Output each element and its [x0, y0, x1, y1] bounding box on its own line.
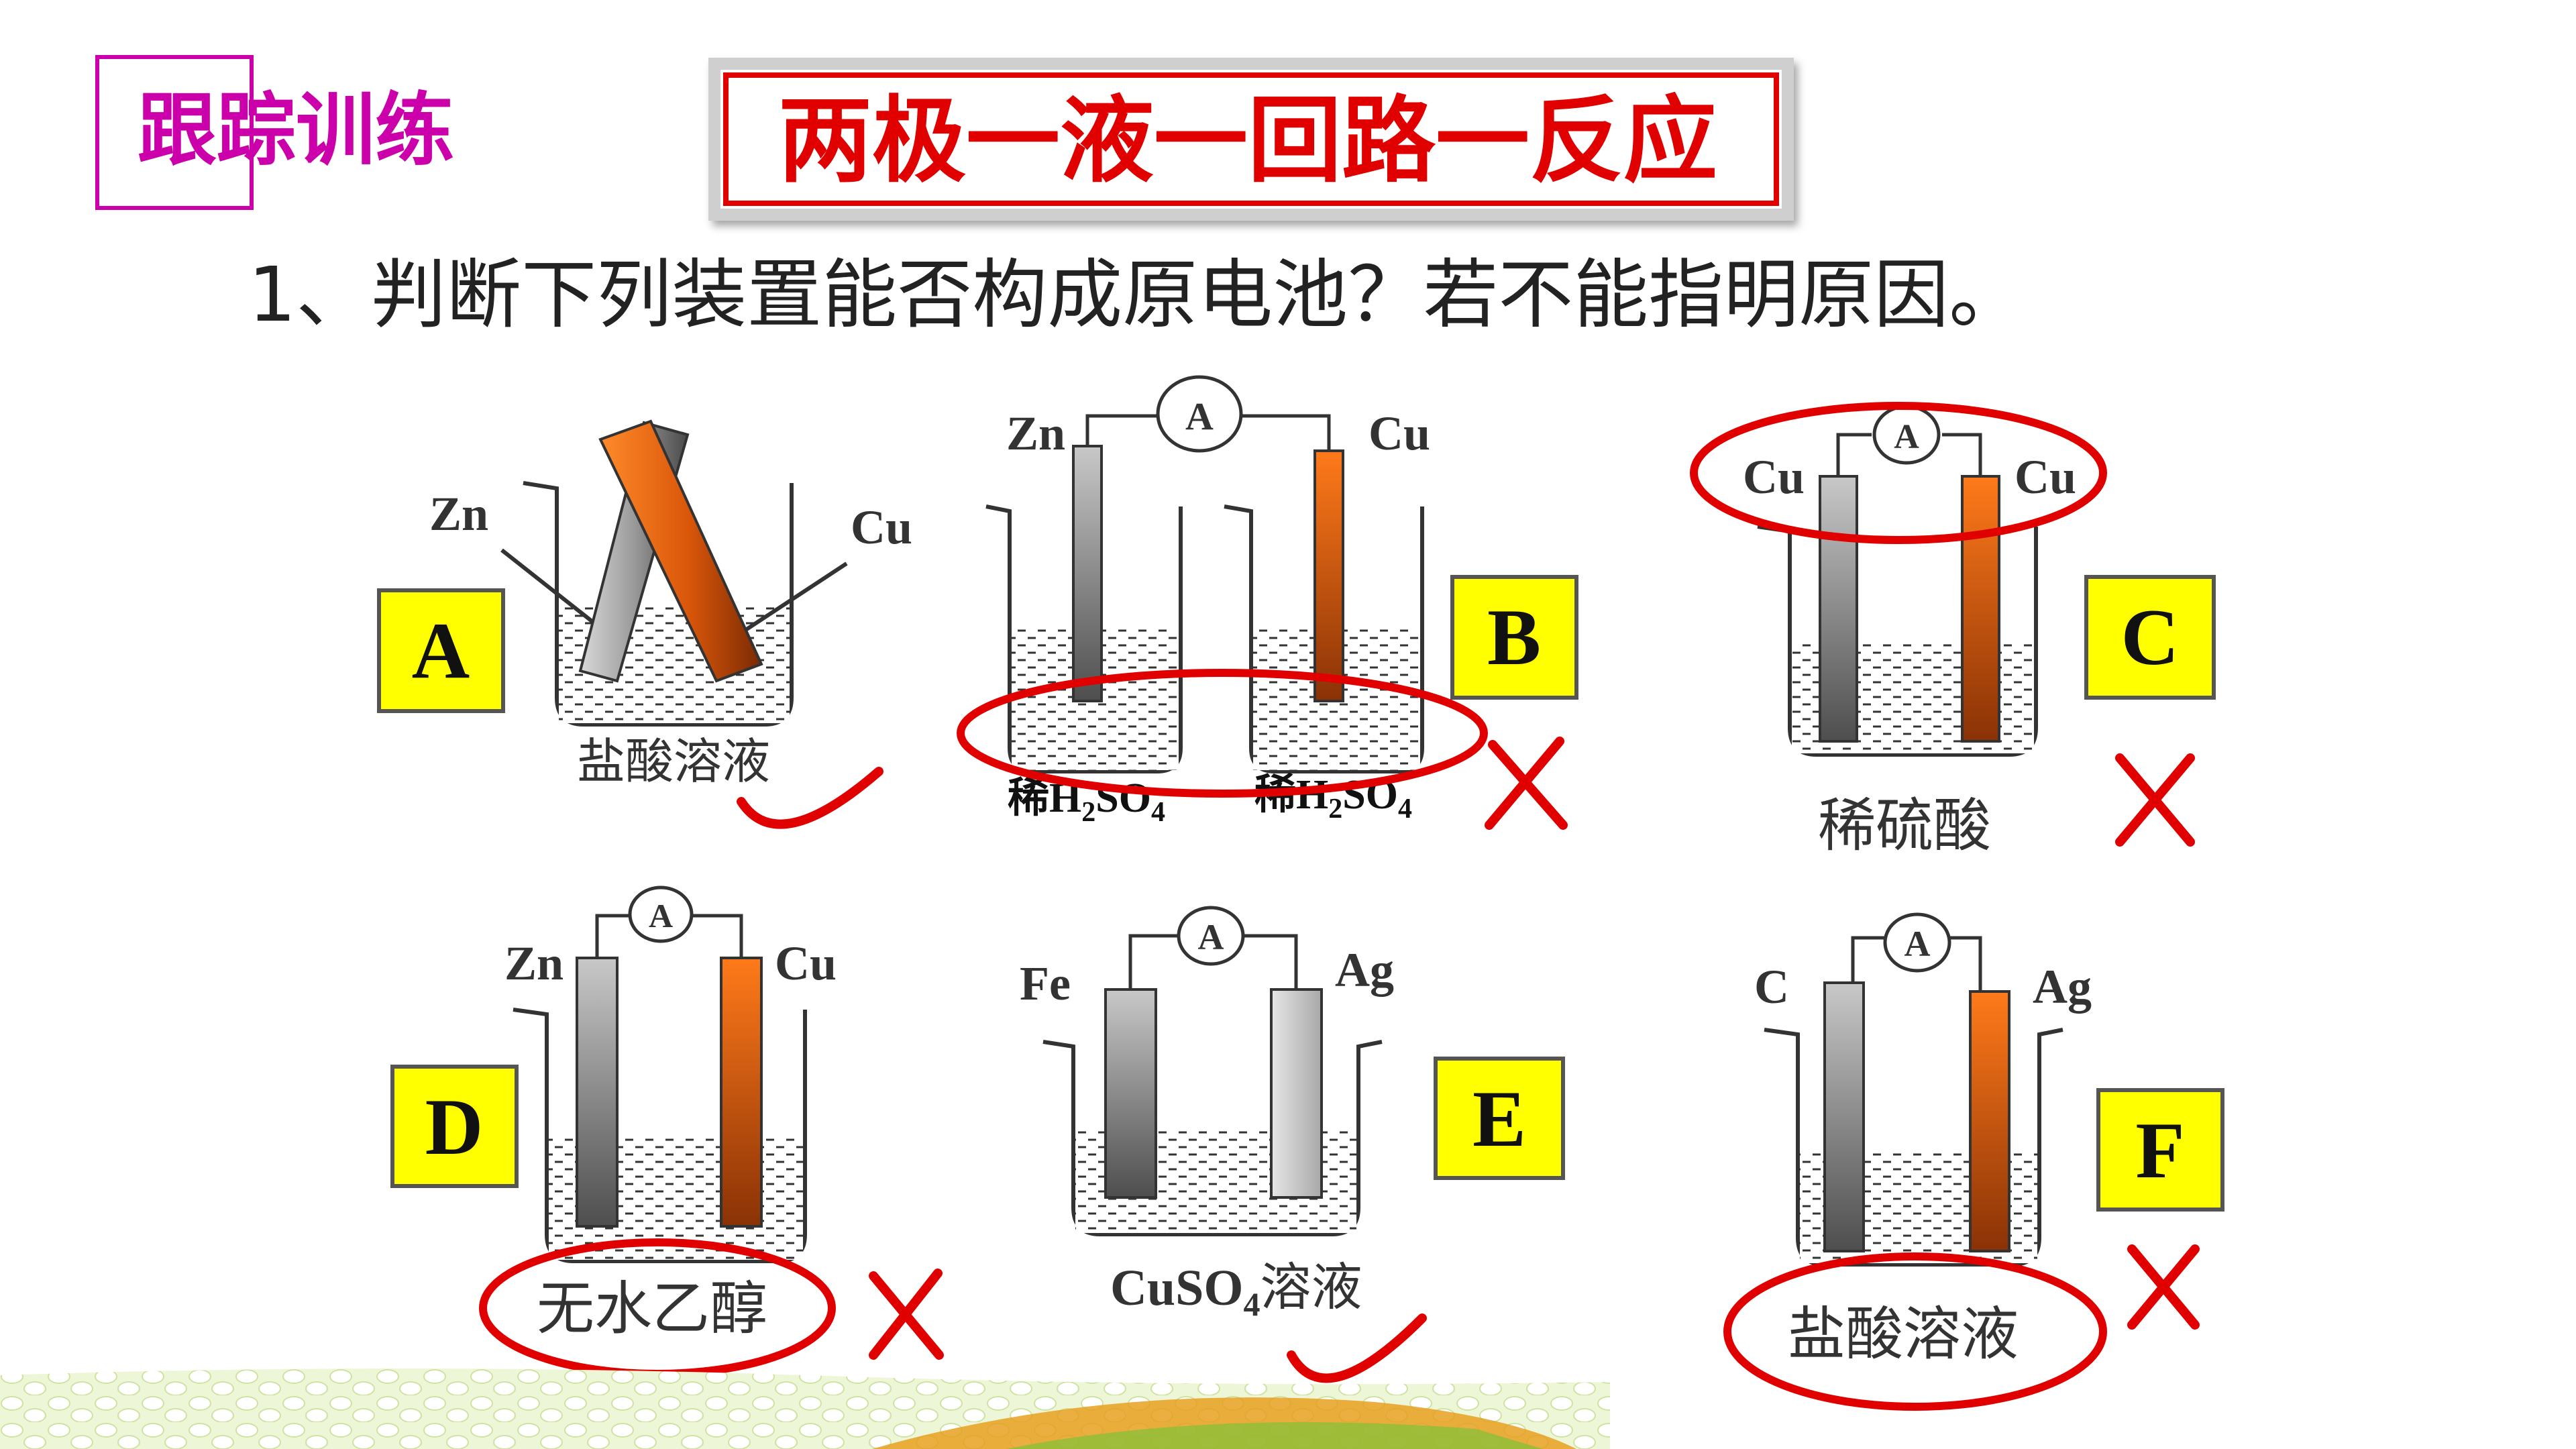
letter-c: C — [2121, 592, 2180, 682]
solution-f: 盐酸溶液 — [1788, 1301, 2019, 1368]
electrode-e-ag — [1270, 988, 1323, 1199]
ammeter-f-symbol: A — [1904, 924, 1931, 964]
ammeter-f — [1883, 912, 1951, 973]
electrode-d-zn — [576, 957, 619, 1228]
electrode-f-ag — [1969, 990, 2010, 1252]
beaker-a — [523, 481, 794, 727]
title-label: 两极一液一回路一反应 — [778, 87, 1717, 196]
title-box-frame — [723, 72, 1779, 206]
label-b-left: Zn — [1006, 407, 1065, 460]
letter-d: D — [425, 1082, 484, 1171]
label-d-left: Zn — [504, 936, 564, 990]
letter-a: A — [412, 606, 470, 695]
ammeter-d-symbol: A — [649, 897, 673, 934]
wire-b-left — [1085, 414, 1157, 446]
check-mark-e — [1287, 1313, 1427, 1383]
annotation-circle-f — [1723, 1252, 2107, 1411]
ammeter-e-symbol: A — [1198, 917, 1224, 957]
label-f-right: Ag — [2033, 960, 2092, 1014]
beaker-b-right — [1224, 504, 1424, 773]
decorative-border — [0, 1368, 1610, 1449]
badge: 跟踪训练 — [95, 55, 454, 210]
ammeter-b — [1156, 375, 1243, 453]
annotation-circle-b — [957, 669, 1488, 798]
decor-green-wave — [1006, 1422, 1543, 1449]
device-b: A Zn Cu 稀H2SO4 稀H2SO4 B — [957, 375, 1578, 830]
wire-f-right — [1949, 936, 1982, 991]
wire-e-right — [1240, 934, 1298, 989]
wire-a-left — [500, 548, 605, 633]
beaker-d — [513, 1008, 807, 1263]
label-a-left: Zn — [429, 487, 488, 541]
cross-mark-d — [869, 1269, 944, 1360]
solution-a: 盐酸溶液 — [577, 733, 770, 790]
check-mark-a — [737, 767, 883, 829]
letter-box-a — [377, 588, 505, 713]
ammeter-c-symbol: A — [1894, 418, 1919, 456]
letter-box-f — [2096, 1088, 2224, 1212]
cross-mark-c — [2115, 753, 2195, 847]
wire-c-left — [1836, 433, 1872, 476]
letter-box-b — [1450, 575, 1578, 700]
electrode-b-zn — [1072, 445, 1103, 702]
label-e-right: Ag — [1335, 943, 1394, 997]
label-b-right: Cu — [1368, 407, 1430, 460]
wire-a-right — [743, 561, 848, 633]
label-e-left: Fe — [1020, 957, 1071, 1010]
label-f-left: C — [1754, 960, 1789, 1014]
device-d: A Zn Cu 无水乙醇 D — [390, 885, 944, 1378]
device-c: A Cu Cu 稀硫酸 C — [1690, 402, 2216, 859]
ammeter-e — [1177, 906, 1245, 966]
label-c-right: Cu — [2015, 450, 2076, 504]
letter-f: F — [2135, 1106, 2184, 1195]
electrode-c-left — [1819, 475, 1858, 743]
electrode-b-cu — [1313, 449, 1344, 702]
letter-box-e — [1434, 1057, 1565, 1180]
wire-d-right — [691, 914, 743, 958]
cross-mark-f — [2127, 1244, 2200, 1330]
electrode-f-c — [1823, 981, 1865, 1252]
letter-box-c — [2084, 575, 2216, 700]
question-text: 1、判断下列装置能否构成原电池？若不能指明原因。 — [248, 252, 2024, 339]
cross-mark-b — [1485, 737, 1568, 830]
beaker-e — [1042, 1040, 1383, 1236]
solution-d: 无水乙醇 — [537, 1275, 767, 1342]
ammeter-d — [628, 885, 694, 943]
label-d-right: Cu — [775, 936, 837, 990]
badge-frame — [95, 55, 254, 210]
electrode-c-right — [1961, 475, 2000, 743]
device-f: A C Ag 盐酸溶液 F — [1723, 912, 2224, 1411]
letter-b: B — [1487, 592, 1541, 682]
ammeter-b-symbol: A — [1185, 394, 1214, 438]
electrode-d-cu — [720, 957, 763, 1228]
solution-c: 稀硫酸 — [1818, 792, 1991, 859]
wire-d-left — [595, 914, 631, 958]
wire-f-left — [1851, 936, 1885, 983]
beaker-c — [1757, 525, 2038, 757]
title-box: 两极一液一回路一反应 — [708, 58, 1794, 221]
electrode-e-fe — [1104, 988, 1157, 1199]
electrode-a-cu — [598, 419, 763, 683]
letter-box-d — [390, 1065, 519, 1188]
beaker-f — [1764, 1028, 2063, 1267]
letter-e: E — [1472, 1074, 1526, 1163]
label-c-left: Cu — [1743, 450, 1805, 504]
wire-b-right — [1242, 414, 1331, 451]
device-a: Zn Cu 盐酸溶液 A — [377, 419, 912, 829]
wire-c-right — [1942, 433, 1982, 476]
device-e: A Fe Ag CuSO4溶液 E — [1020, 906, 1565, 1383]
wire-e-left — [1128, 934, 1181, 989]
annotation-circle-c — [1690, 402, 2107, 544]
label-a-right: Cu — [851, 500, 912, 554]
badge-label: 跟踪训练 — [138, 84, 454, 176]
solution-e: CuSO4溶液 — [1110, 1257, 1362, 1323]
